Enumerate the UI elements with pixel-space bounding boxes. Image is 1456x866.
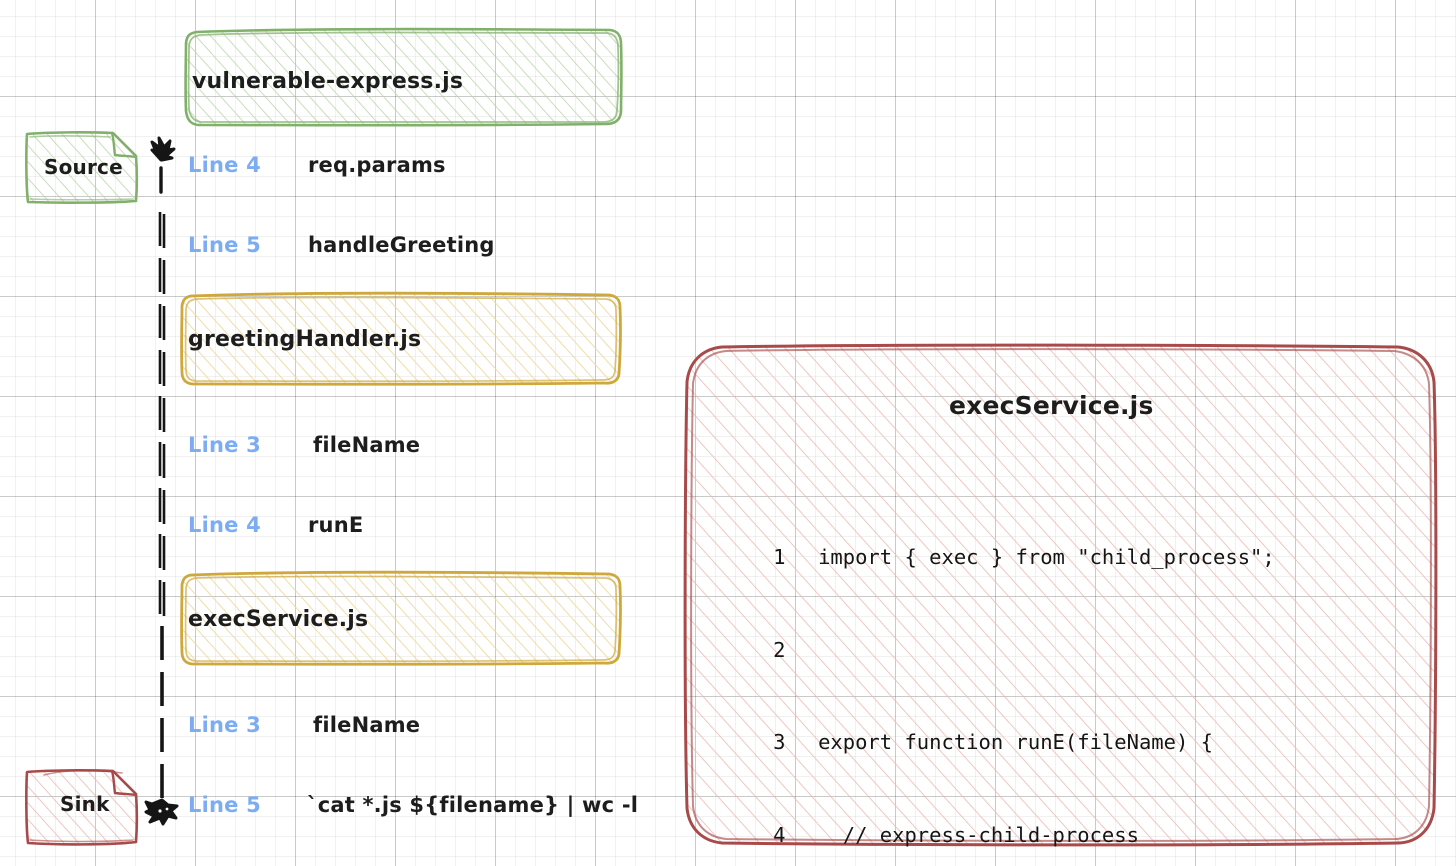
code-panel-body[interactable]: 1 import { exec } from "child_process"; 2… bbox=[699, 450, 1429, 866]
flow-step-line-label-2: Line 5 bbox=[188, 233, 261, 257]
code-line-number: 1 bbox=[773, 545, 786, 570]
code-line-text: export function runE(fileName) { bbox=[818, 730, 1214, 755]
file-box-label-exec-service: execService.js bbox=[188, 607, 369, 632]
code-line-number: 2 bbox=[773, 637, 786, 662]
file-box-label-vulnerable-express: vulnerable-express.js bbox=[192, 69, 464, 94]
flow-step-value-3: fileName bbox=[313, 433, 421, 457]
arrowhead-down-icon bbox=[144, 798, 179, 826]
flow-step-line-label-3: Line 3 bbox=[188, 433, 261, 457]
flow-step-value-5: fileName bbox=[313, 713, 421, 737]
flow-step-value-1: req.params bbox=[308, 153, 446, 177]
code-line-number: 3 bbox=[773, 730, 786, 755]
code-line-text: import { exec } from "child_process"; bbox=[818, 545, 1275, 570]
arrowhead-up-icon bbox=[150, 136, 176, 162]
code-line-number: 4 bbox=[773, 822, 786, 847]
flow-step-line-label-5: Line 3 bbox=[188, 713, 261, 737]
code-line-row: 1 import { exec } from "child_process"; bbox=[699, 512, 1429, 569]
flow-step-value-4: runE bbox=[308, 513, 364, 537]
code-line-text: // express-child-process bbox=[818, 822, 1139, 847]
file-box-label-greeting-handler: greetingHandler.js bbox=[188, 327, 422, 352]
sink-node-label: Sink bbox=[60, 792, 110, 816]
flow-step-line-label-6: Line 5 bbox=[188, 793, 261, 817]
code-line-row: 2 bbox=[699, 604, 1429, 662]
flow-connector bbox=[144, 136, 179, 826]
flow-step-value-6: `cat *.js ${filename} | wc -l bbox=[307, 793, 639, 817]
code-line-row: 4 // express-child-process bbox=[699, 789, 1429, 847]
flow-step-value-2: handleGreeting bbox=[308, 233, 495, 257]
flow-step-line-label-4: Line 4 bbox=[188, 513, 261, 537]
code-panel-title: execService.js bbox=[949, 391, 1154, 420]
code-line-row: 3 export function runE(fileName) { bbox=[699, 696, 1429, 754]
source-node-label: Source bbox=[44, 155, 123, 179]
flow-step-line-label-1: Line 4 bbox=[188, 153, 261, 177]
